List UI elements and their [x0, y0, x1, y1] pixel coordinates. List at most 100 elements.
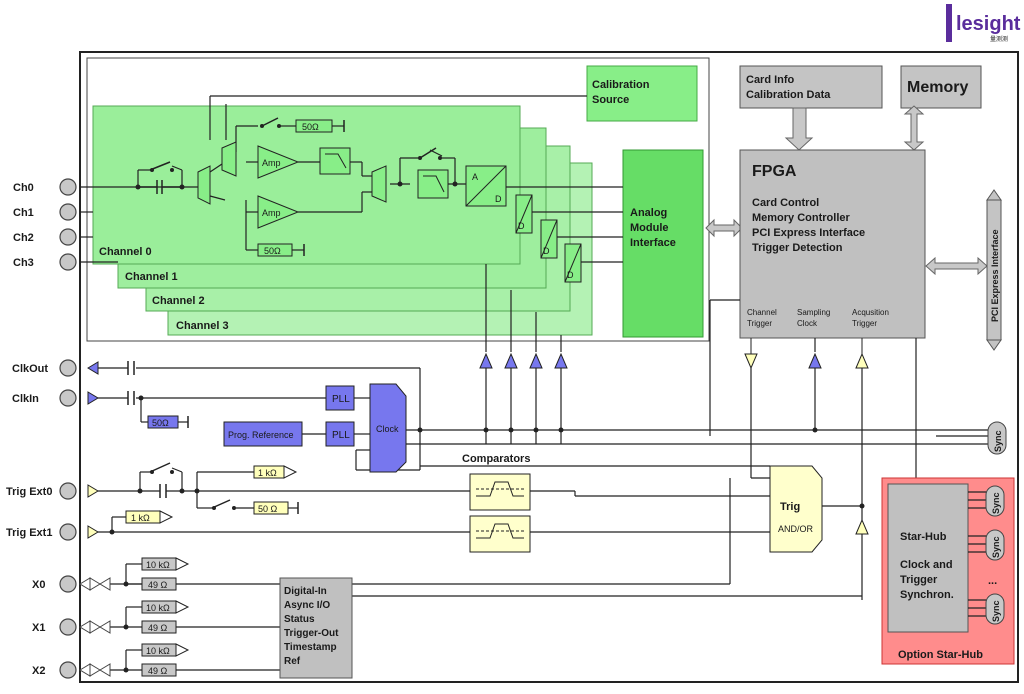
card-info-line-1: Card Info	[746, 74, 795, 86]
x0-resistors: 10 kΩ 49 Ω	[141, 557, 190, 591]
trig-capacitor	[149, 462, 231, 509]
channel-1-label: Channel 1	[125, 271, 178, 283]
card-info-bus-arrow	[784, 107, 814, 151]
input-mux	[197, 165, 211, 205]
calibration-line-1: Calibration	[592, 79, 650, 91]
adc-ch3-divider	[564, 243, 582, 283]
amp-top	[257, 145, 300, 179]
connector-trig-ext1[interactable]	[59, 523, 77, 541]
junction-dot	[452, 181, 458, 187]
x1-resistors: 10 kΩ 49 Ω	[141, 600, 190, 634]
star-hub-sync-3[interactable]	[985, 593, 1005, 625]
adc-ch0-divider	[465, 165, 507, 207]
comparators-label: Comparators	[462, 453, 530, 465]
trig-block-title: Trig	[780, 501, 800, 513]
adc-d-label: D	[495, 194, 502, 204]
star-hub-sync-1[interactable]	[985, 485, 1005, 517]
digital-line-1: Digital-In	[284, 586, 327, 597]
input-label-ch1: Ch1	[13, 207, 34, 219]
adc-ch3-d-label: D	[567, 270, 574, 280]
x1-49-label: 49 Ω	[148, 623, 168, 633]
analog-fpga-bus-arrow	[705, 218, 743, 238]
connector-x1[interactable]	[59, 618, 77, 636]
input-label-trig-ext0: Trig Ext0	[6, 486, 52, 498]
star-hub-sync-2[interactable]	[985, 529, 1005, 561]
adc-ch1-d-label: D	[518, 221, 525, 231]
star-hub-sync-3-label: Sync	[991, 600, 1001, 622]
resistor-50-top-label: 50Ω	[302, 122, 319, 132]
analog-module-interface	[622, 149, 704, 338]
comparator-ext1	[469, 515, 531, 553]
memory-label: Memory	[907, 79, 968, 96]
switch-contact	[232, 506, 236, 510]
amp-top-label: Amp	[262, 158, 281, 168]
fpga-line-2: Memory Controller	[752, 212, 851, 224]
comparator-ext1-curve	[476, 523, 524, 539]
analog-module-line-2: Module	[630, 222, 669, 234]
channel-2-label: Channel 2	[152, 295, 205, 307]
logo: lesight 量测测	[946, 4, 1021, 43]
input-label-x1: X1	[32, 622, 45, 634]
memory-block	[900, 65, 982, 109]
connector-ch3[interactable]	[59, 253, 77, 271]
trig-output-triangle	[855, 518, 869, 535]
acq-trigger-triangle	[855, 352, 869, 369]
digital-line-4: Trigger-Out	[284, 628, 339, 639]
clock-junctions	[138, 395, 818, 433]
connector-ch1[interactable]	[59, 203, 77, 221]
logo-text: lesight	[956, 13, 1021, 35]
pll-b-label: PLL	[332, 430, 350, 441]
prog-reference-block	[223, 421, 303, 447]
pci-express-label: PCI Express Interface	[990, 229, 1000, 322]
digital-line-5: Timestamp	[284, 642, 337, 653]
connector-x0[interactable]	[59, 575, 77, 593]
clock-distribution-triangles	[479, 352, 822, 369]
adc-a-label: A	[472, 172, 478, 182]
filter-2-curve	[423, 175, 445, 193]
fpga-acq-trigger-1: Acqusition	[852, 308, 889, 317]
filter-2	[417, 169, 449, 199]
resistor-50-clk-label: 50Ω	[152, 418, 169, 428]
fpga-sampling-clock-1: Sampling	[797, 308, 830, 317]
connector-clkin[interactable]	[59, 389, 77, 407]
connector-ch2[interactable]	[59, 228, 77, 246]
card-info-block	[739, 65, 883, 109]
comparator-ext0-curve	[476, 481, 524, 497]
adc-ch2-d-label: D	[543, 246, 550, 256]
connector-x2[interactable]	[59, 661, 77, 679]
pll-a	[325, 385, 355, 411]
connector-trig-ext0[interactable]	[59, 482, 77, 500]
clkin-buffer	[87, 391, 99, 405]
trig-ext1-buffer	[87, 525, 99, 539]
input-label-ch0: Ch0	[13, 182, 34, 194]
logo-mark	[946, 4, 952, 42]
star-hub-line-1: Clock and	[900, 559, 953, 571]
path-mux	[221, 141, 237, 177]
sync-connector-main[interactable]	[987, 421, 1007, 455]
connector-clkout[interactable]	[59, 359, 77, 377]
switch-contact	[260, 124, 264, 128]
x2-resistors: 10 kΩ 49 Ω	[141, 643, 190, 677]
switch-contact	[150, 470, 154, 474]
fpga-channel-trigger-2: Trigger	[747, 319, 772, 328]
connector-ch0[interactable]	[59, 178, 77, 196]
resistor-1k-b-label: 1 kΩ	[131, 513, 150, 523]
input-label-x0: X0	[32, 579, 45, 591]
comparator-ext0	[469, 473, 531, 511]
analog-frame	[86, 57, 710, 342]
sync-main-label: Sync	[993, 430, 1003, 452]
pll-a-label: PLL	[332, 394, 350, 405]
trig-and-or-block	[769, 465, 823, 553]
star-hub-lines	[968, 491, 986, 617]
pullup-arrow	[283, 465, 298, 479]
calibration-source-block	[586, 65, 698, 122]
junction-dot	[135, 184, 141, 190]
digital-line-2: Async I/O	[284, 600, 330, 611]
digital-io-block	[279, 577, 353, 679]
switch-contact	[170, 168, 174, 172]
pci-express-bar-top	[986, 189, 1002, 201]
input-label-ch2: Ch2	[13, 232, 34, 244]
amp-bottom-label: Amp	[262, 208, 281, 218]
input-label-clkin: ClkIn	[12, 393, 39, 405]
trigger-wiring	[98, 368, 863, 600]
